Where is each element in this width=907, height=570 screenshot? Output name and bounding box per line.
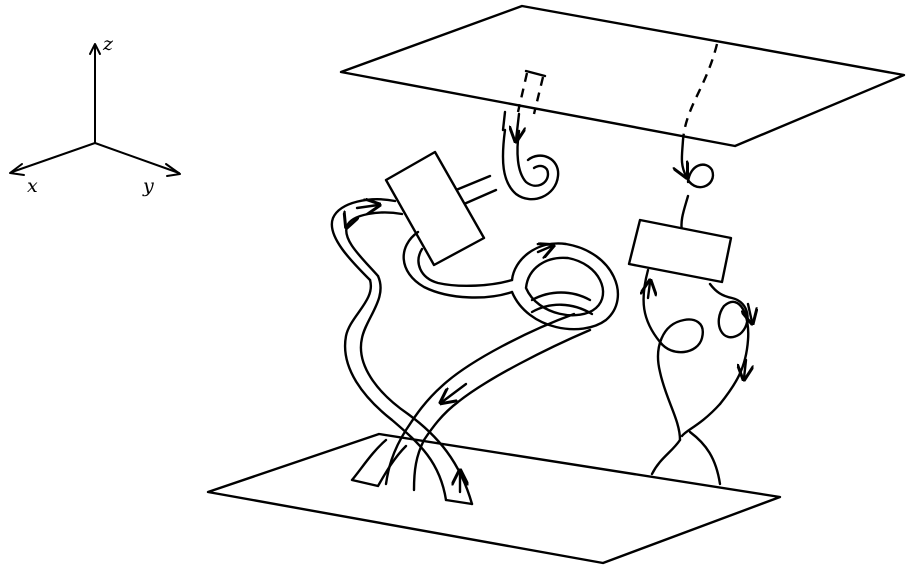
- right-strand-foot-left: [652, 440, 680, 474]
- band-to-box-a: [456, 176, 490, 190]
- right-strand: [629, 140, 752, 484]
- band-to-box-b: [464, 190, 496, 204]
- bottom-plane: [208, 434, 780, 563]
- right-strand-foot-right: [682, 404, 720, 484]
- knot-loop-inner: [526, 258, 603, 315]
- right-strand-top-curl: [686, 165, 713, 187]
- right-right-branch: [710, 284, 748, 404]
- right-left-branch: [644, 270, 703, 440]
- z-axis-label: z: [102, 33, 114, 55]
- knot-crossing-a: [532, 293, 590, 301]
- x-axis: [12, 143, 95, 172]
- x-axis-label: x: [27, 175, 38, 197]
- left-coupon-box: [386, 152, 484, 265]
- y-axis: [95, 143, 179, 173]
- y-axis-label: y: [142, 175, 154, 197]
- right-left-branch-arrow: [648, 282, 650, 298]
- band-curl-outer: [503, 130, 558, 199]
- band-left-arrow: [357, 205, 378, 208]
- top-plane: [341, 6, 904, 146]
- band-top-edge-a: [503, 112, 505, 130]
- right-strand-to-box: [681, 196, 688, 232]
- band-left-loop-inner: [346, 213, 402, 277]
- right-strand-top-arrow: [682, 140, 686, 176]
- axes: z x y: [10, 33, 180, 197]
- right-coupon-box: [629, 220, 731, 282]
